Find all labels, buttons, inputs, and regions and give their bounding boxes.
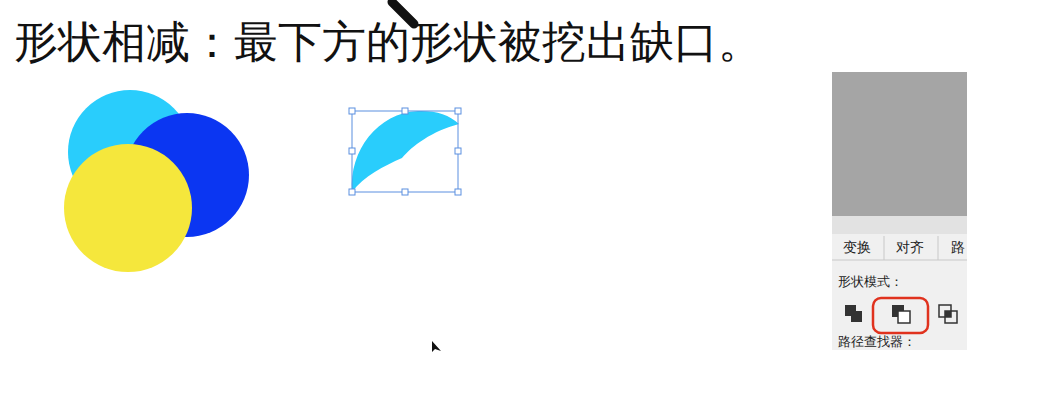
tab-label: 对齐 xyxy=(896,240,924,255)
result-shape xyxy=(352,111,459,192)
section-label: 形状模式： xyxy=(838,275,903,289)
unite-icon xyxy=(845,305,862,322)
tab-line xyxy=(832,260,967,261)
intersect-icon xyxy=(939,305,957,323)
tab-divider xyxy=(938,236,939,260)
panel-preview xyxy=(832,72,967,216)
section-label: 路径查找器： xyxy=(838,335,916,349)
tab-label: 路 xyxy=(951,240,965,255)
panel-header xyxy=(832,216,967,234)
minus-front-icon xyxy=(892,305,910,323)
highlight-ring xyxy=(873,298,928,333)
heading: 形状相减：最下方的形状被挖出缺口。 xyxy=(14,18,762,66)
tab-divider xyxy=(884,236,885,260)
cursor xyxy=(432,341,441,352)
selection-box xyxy=(352,111,458,192)
tab-label: 变换 xyxy=(843,240,871,255)
selection-handles xyxy=(349,108,461,195)
yellow-circle xyxy=(64,144,192,272)
panel-body xyxy=(832,216,967,350)
